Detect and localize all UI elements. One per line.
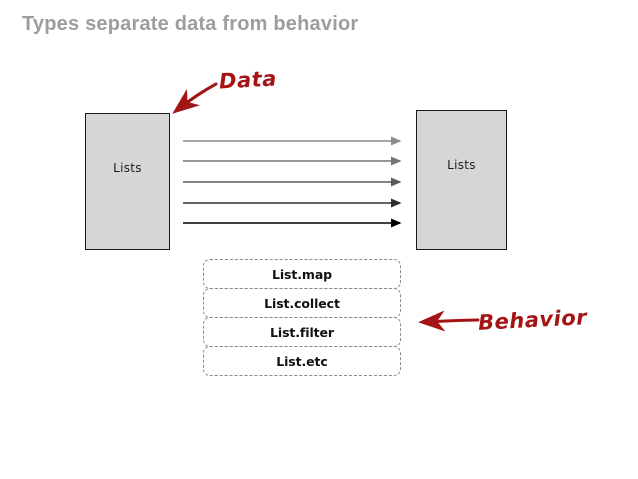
behavior-annotation-label: Behavior <box>477 305 588 335</box>
right-list-box: Lists <box>416 110 507 250</box>
behavior-box: List.map <box>203 259 401 289</box>
behavior-box: List.collect <box>203 288 401 318</box>
behavior-box-stack: List.map List.collect List.filter List.e… <box>203 259 401 376</box>
data-annotation-label: Data <box>218 66 278 94</box>
arrow-left-icon <box>418 310 480 332</box>
page-title: Types separate data from behavior <box>22 13 359 35</box>
behavior-box-label: List.etc <box>276 353 328 369</box>
behavior-box-label: List.collect <box>264 295 340 311</box>
behavior-box: List.etc <box>203 346 401 376</box>
behavior-box-label: List.map <box>271 266 333 282</box>
arrow-down-left-icon <box>172 82 218 114</box>
left-list-box: Lists <box>85 113 170 250</box>
right-list-box-label: Lists <box>447 158 476 172</box>
behavior-box: List.filter <box>203 317 401 347</box>
left-list-box-label: Lists <box>113 160 142 175</box>
behavior-box-label: List.filter <box>270 324 334 340</box>
